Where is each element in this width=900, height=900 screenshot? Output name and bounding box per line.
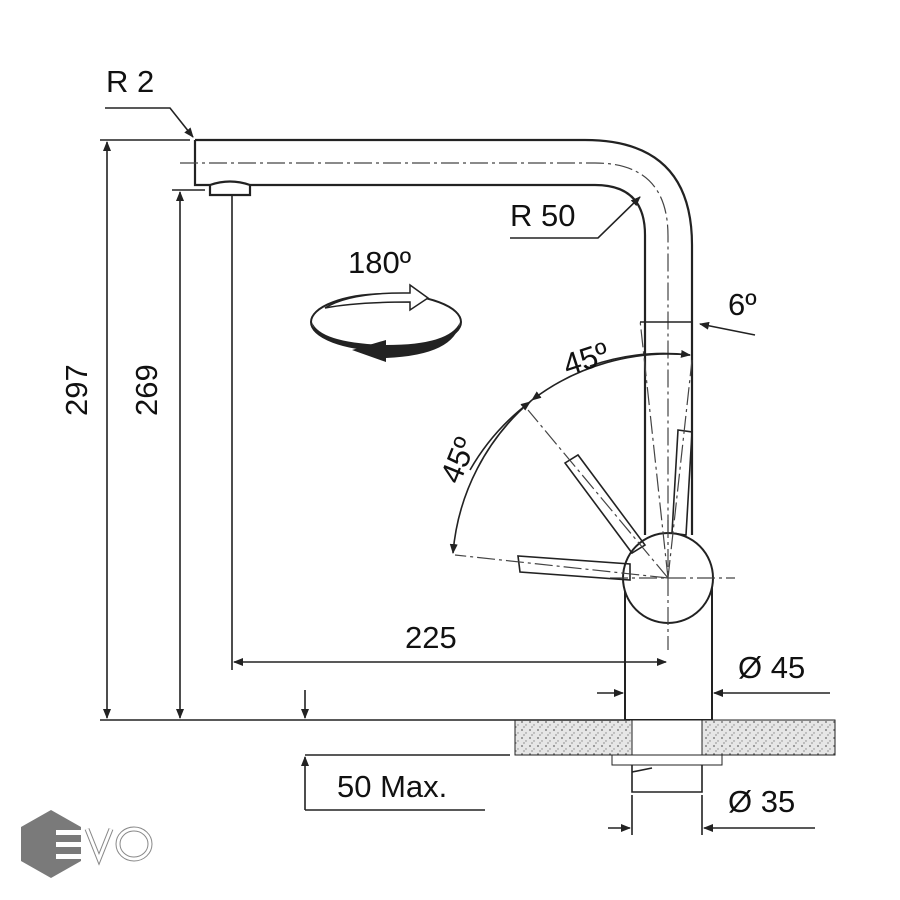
rotation-label: 180º	[348, 245, 411, 280]
body-diameter-label: Ø 45	[738, 650, 805, 685]
dimension-lines	[100, 107, 830, 835]
height-outlet-label: 269	[129, 364, 164, 416]
spout	[180, 138, 694, 700]
height-total-label: 297	[59, 364, 94, 416]
radius-r2-label: R 2	[106, 64, 154, 99]
angle-45-lower-label: 45º	[433, 432, 483, 488]
rotation-arrow-icon	[310, 283, 462, 362]
max-thickness-label: 50 Max.	[337, 769, 447, 804]
reach-label: 225	[405, 620, 457, 655]
angle-45-upper-label: 45º	[559, 335, 613, 382]
angle-6-label: 6º	[728, 287, 757, 322]
faucet-body	[610, 520, 735, 721]
shank-diameter-label: Ø 35	[728, 784, 795, 819]
levers	[454, 319, 693, 581]
evo-logo	[21, 810, 153, 878]
radius-r50-label: R 50	[510, 198, 575, 233]
countertop	[514, 719, 836, 793]
